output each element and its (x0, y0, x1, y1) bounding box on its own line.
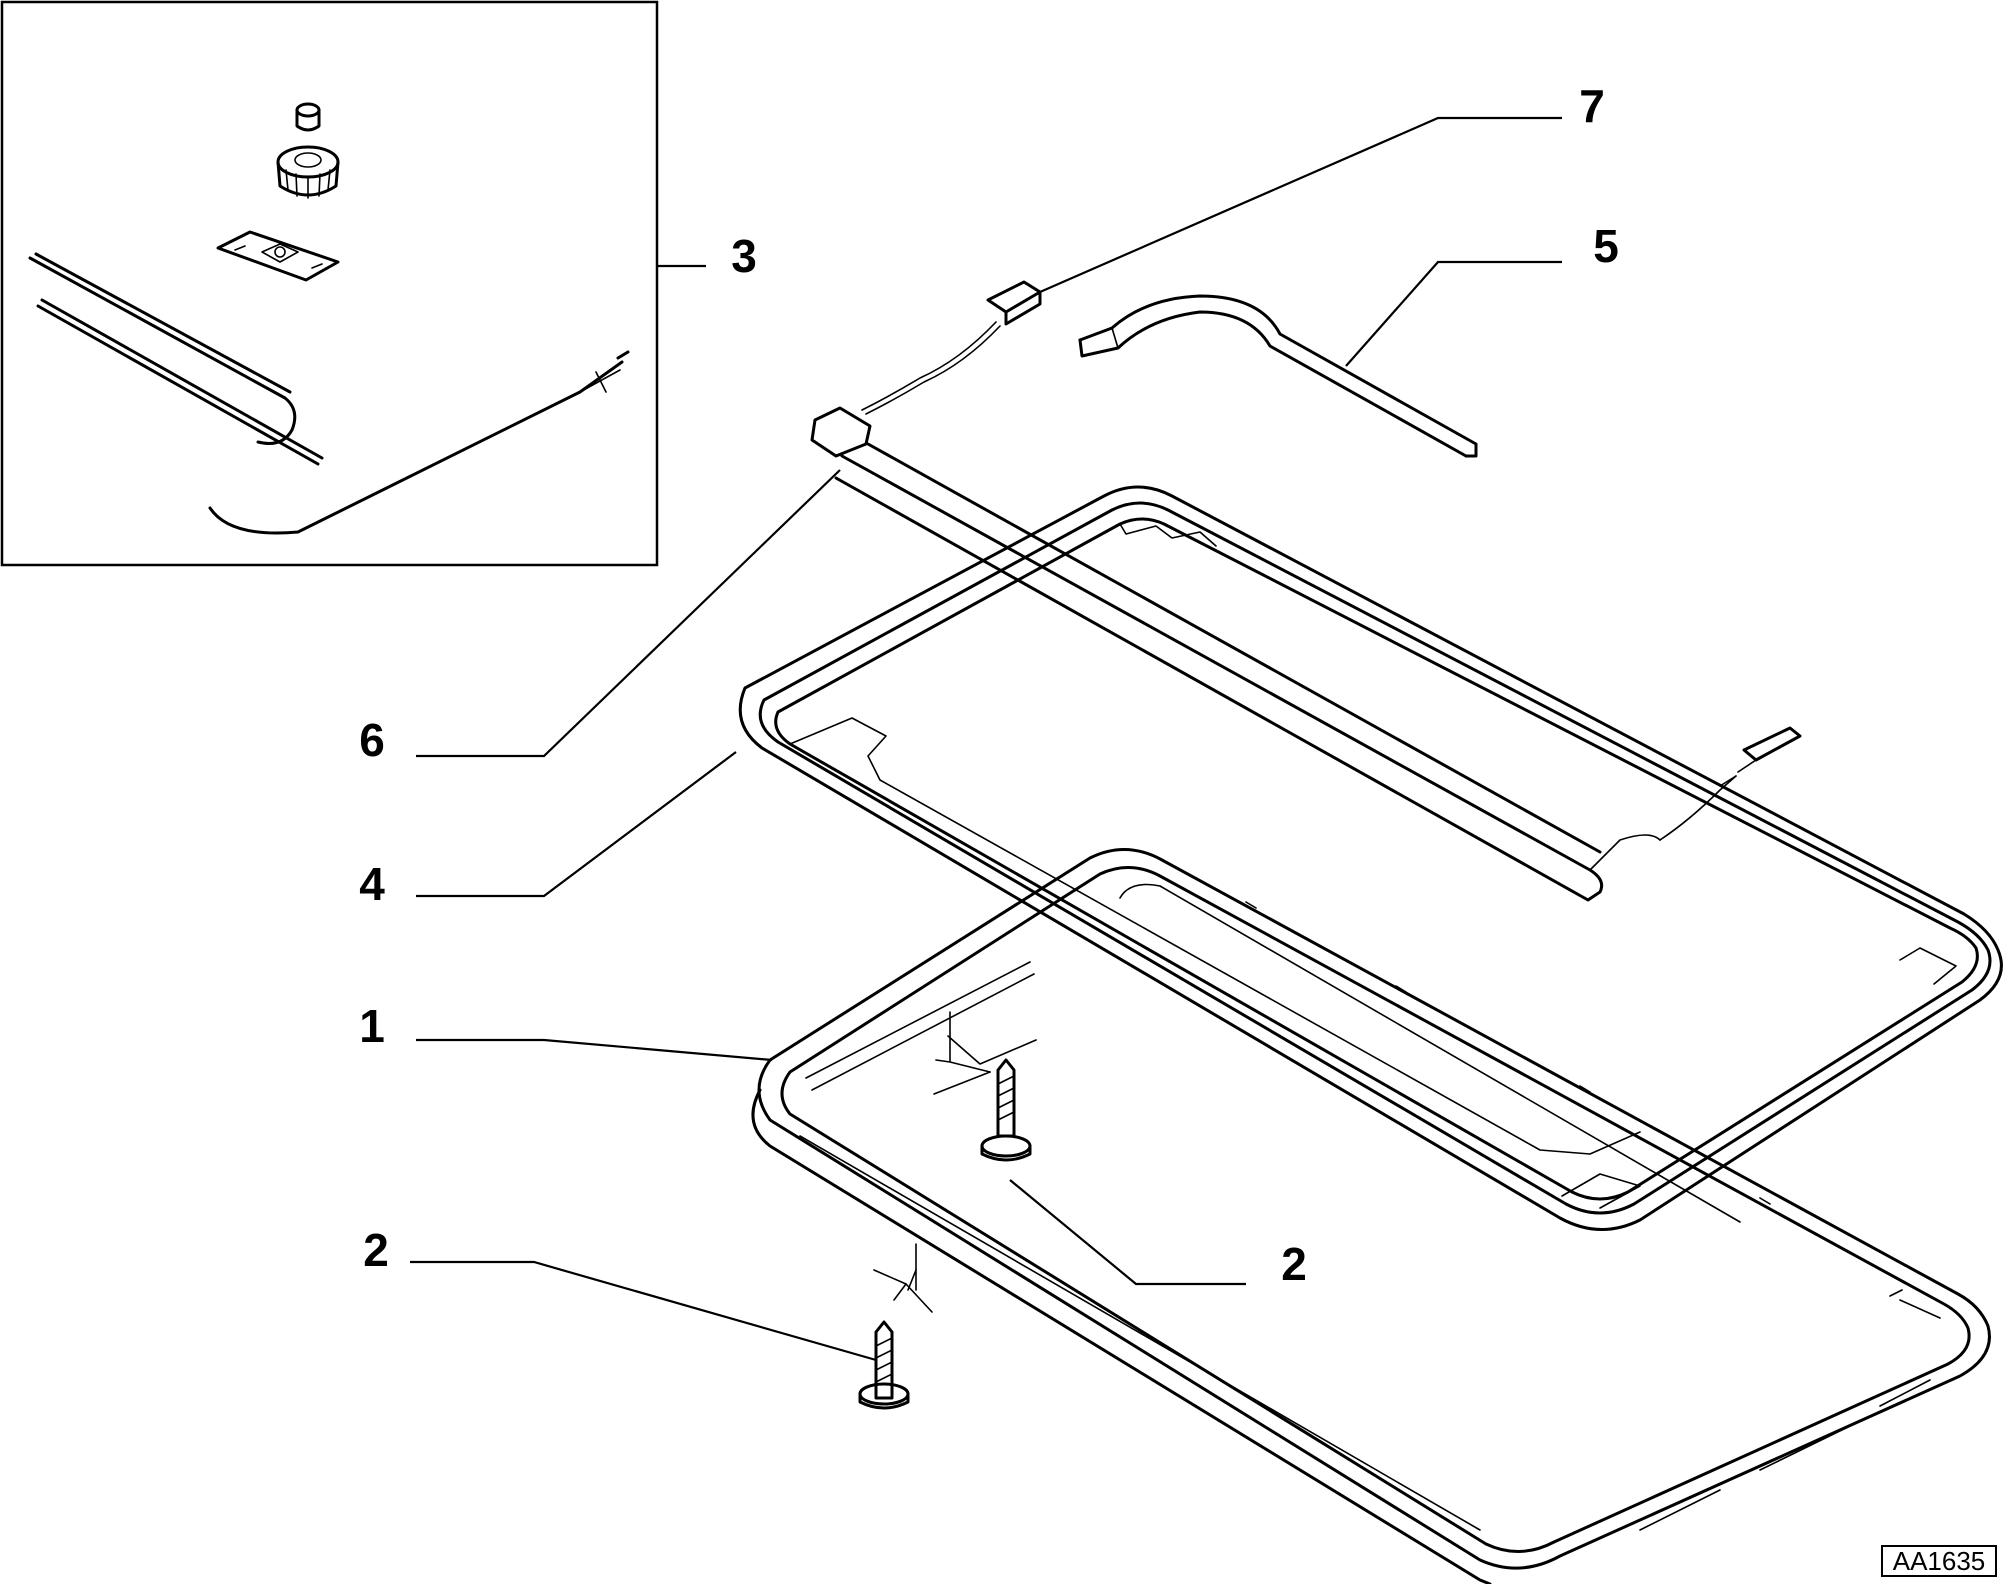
part-6-rail (810, 406, 1802, 902)
kit-inset-frame (0, 0, 659, 567)
kit-cable-lower-icon (36, 298, 324, 466)
leader-2-lower (410, 1260, 877, 1362)
kit-cable-upper-icon (28, 252, 297, 445)
leader-2-upper (1009, 1179, 1246, 1286)
callout-2-lower: 2 (363, 1224, 389, 1276)
part-1-lower-frame (751, 848, 1991, 1584)
leader-7 (1039, 116, 1562, 294)
reference-code-box (1881, 1545, 1997, 1577)
part-7-switch (861, 280, 1042, 415)
screw-upper-icon (980, 1058, 1032, 1162)
callout-3: 3 (731, 230, 757, 282)
kit-knob-icon (276, 102, 340, 199)
part-5-seal (1078, 294, 1478, 458)
leader-6 (416, 469, 841, 758)
leader-4 (416, 751, 737, 898)
part-4-upper-frame (738, 485, 2003, 1231)
callout-6: 6 (359, 714, 385, 766)
callout-5: 5 (1593, 220, 1619, 272)
callout-4: 4 (359, 858, 385, 910)
screw-lower-icon (858, 1320, 910, 1410)
leader-5 (1345, 260, 1562, 367)
callout-1: 1 (359, 1000, 385, 1052)
leader-lines (410, 116, 1562, 1362)
leader-1 (416, 1038, 773, 1062)
kit-drive-cable-icon (208, 350, 630, 535)
kit-inset (0, 0, 659, 567)
reference-code: AA1635 (1893, 1546, 1986, 1576)
kit-bracket-icon (216, 230, 340, 282)
callout-7: 7 (1579, 80, 1605, 132)
fitting-marks (873, 1011, 1037, 1313)
callout-2-upper: 2 (1281, 1238, 1307, 1290)
